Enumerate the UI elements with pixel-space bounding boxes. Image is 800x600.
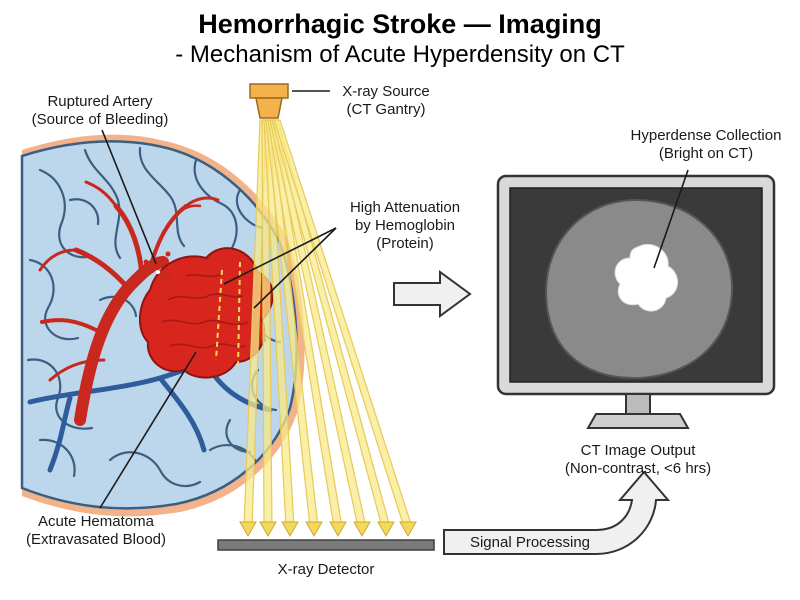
label-ruptured-artery: Ruptured Artery (Source of Bleeding) <box>32 93 169 128</box>
beam-arrowheads <box>239 521 417 538</box>
label-xray-source-line1: X-ray Source <box>342 83 430 100</box>
label-acute-hematoma-line1: Acute Hematoma <box>38 513 155 530</box>
right-arrow <box>393 270 472 318</box>
label-signal-processing: Signal Processing <box>470 534 590 551</box>
hyperdense-spot <box>614 244 678 312</box>
rupture-point <box>143 251 174 282</box>
label-high-attenuation-line3: (Protein) <box>376 235 434 252</box>
label-ruptured-artery-line1: Ruptured Artery <box>47 93 153 110</box>
label-hyperdense-line2: (Bright on CT) <box>659 145 753 162</box>
label-ruptured-artery-line2: (Source of Bleeding) <box>32 111 169 128</box>
xray-source <box>249 83 289 119</box>
label-hyperdense-collection: Hyperdense Collection (Bright on CT) <box>631 127 782 162</box>
ct-monitor <box>496 174 776 429</box>
leader-lines <box>99 90 689 509</box>
brain-cross-section <box>20 134 305 517</box>
label-ct-image-output: CT Image Output (Non-contrast, <6 hrs) <box>565 442 711 477</box>
label-high-attenuation: High Attenuation by Hemoglobin (Protein) <box>350 199 460 252</box>
label-acute-hematoma: Acute Hematoma (Extravasated Blood) <box>26 513 166 548</box>
diagram-title: Hemorrhagic Stroke — Imaging <box>198 9 602 39</box>
diagram-subtitle: - Mechanism of Acute Hyperdensity on CT <box>175 41 625 68</box>
signal-processing-arrow <box>443 470 671 555</box>
attenuated-beams <box>215 261 241 371</box>
xray-beams <box>243 119 413 528</box>
label-high-attenuation-line1: High Attenuation <box>350 199 460 216</box>
label-xray-source: X-ray Source (CT Gantry) <box>342 83 430 118</box>
label-xray-detector: X-ray Detector <box>278 561 375 578</box>
label-high-attenuation-line2: by Hemoglobin <box>355 217 455 234</box>
label-ct-output-line1: CT Image Output <box>581 442 697 459</box>
brain-arteries <box>38 180 220 426</box>
xray-detector <box>217 539 435 551</box>
brain-gyri <box>26 146 282 488</box>
label-acute-hematoma-line2: (Extravasated Blood) <box>26 531 166 548</box>
label-xray-source-line2: (CT Gantry) <box>347 101 426 118</box>
label-ct-output-line2: (Non-contrast, <6 hrs) <box>565 460 711 477</box>
hematoma-texture <box>161 273 249 349</box>
label-hyperdense-line1: Hyperdense Collection <box>631 127 782 144</box>
